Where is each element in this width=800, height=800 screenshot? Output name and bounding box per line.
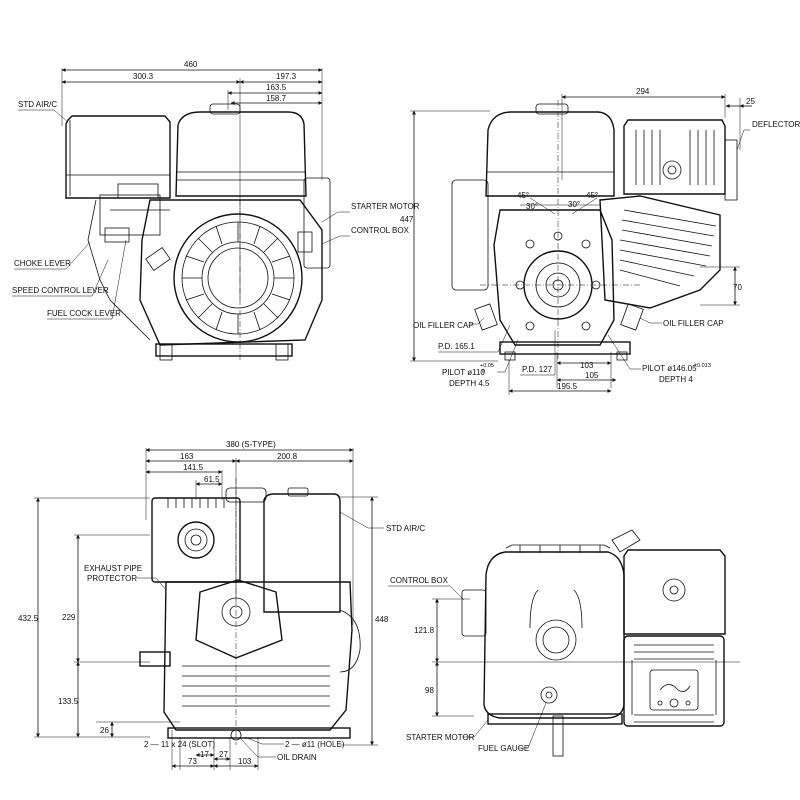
label-speed-control-lever: SPEED CONTROL LEVER (12, 286, 109, 295)
dim-73: 73 (188, 757, 197, 766)
label-deflector: DEFLECTOR (752, 120, 800, 129)
dim-380: 380 (S-TYPE) (226, 440, 276, 449)
bottom-left-engine-body (139, 478, 361, 745)
dim-slot: 2 — 11 x 24 (SLOT) (144, 740, 215, 749)
dim-158-7: 158.7 (266, 94, 287, 103)
label-oil-filler-cap-left: OIL FILLER CAP (413, 321, 474, 330)
label-std-air-c-2: STD AIR/C (386, 524, 425, 533)
vent-slots (631, 644, 717, 723)
dim-141-5: 141.5 (183, 463, 204, 472)
dim-103: 103 (580, 361, 594, 370)
label-choke-lever: CHOKE LEVER (14, 259, 71, 268)
dim-229: 229 (62, 613, 76, 622)
dim-300-3: 300.3 (133, 72, 154, 81)
pilot-110: PILOT ø110 (442, 368, 485, 377)
dim-hole: 2 — ø11 (HOLE) (285, 740, 345, 749)
bottom-right-dimensions: 121.8 98 (414, 598, 740, 717)
side-cylinder-fins (619, 209, 717, 287)
dim-294: 294 (636, 87, 650, 96)
dim-103-b: 103 (238, 757, 252, 766)
label-oil-filler-cap-right: OIL FILLER CAP (663, 319, 724, 328)
front-fan-fins (182, 222, 294, 334)
dim-30-left: 30° (526, 202, 538, 211)
pilot-110-tol-bot: 0 (482, 369, 485, 375)
bottom-right-engine-body (461, 529, 726, 757)
dim-448: 448 (375, 615, 389, 624)
depth-4-5: DEPTH 4.5 (449, 379, 490, 388)
front-view: 460 300.3 197.3 163.5 158.7 (12, 60, 420, 361)
bottom-right-view: 121.8 98 (388, 529, 740, 757)
dim-121-8: 121.8 (414, 626, 435, 635)
dim-460: 460 (184, 60, 198, 69)
side-air-cleaner-louvers (635, 130, 715, 185)
dim-17: 17 (200, 750, 209, 759)
label-fuel-cock-lever: FUEL COCK LEVER (47, 309, 121, 318)
dim-163-5: 163.5 (266, 83, 287, 92)
dim-432-5: 432.5 (18, 614, 39, 623)
dim-195-5: 195.5 (557, 382, 578, 391)
dim-pd-127: P.D. 127 (522, 365, 553, 374)
label-fuel-gauge: FUEL GAUGE (478, 744, 529, 753)
dim-163: 163 (180, 452, 194, 461)
side-labels: DEFLECTOR OIL FILLER CAP OIL FILLER CAP (413, 120, 800, 330)
dim-105: 105 (585, 371, 599, 380)
label-starter-motor-2: STARTER MOTOR (406, 733, 475, 742)
label-std-air-c: STD AIR/C (18, 100, 57, 109)
depth-4: DEPTH 4 (659, 375, 693, 384)
dim-98: 98 (425, 686, 434, 695)
dim-447: 447 (400, 215, 414, 224)
dim-26: 26 (100, 726, 109, 735)
side-dimensions: 294 25 447 70 45° 45° 30° 30° P.D. 165.1… (400, 87, 755, 395)
dim-27: 27 (219, 750, 228, 759)
front-labels: STD AIR/C STARTER MOTOR CONTROL BOX CHOK… (12, 100, 420, 320)
side-engine-body (451, 100, 738, 361)
pilot-110-tol-top: +0.05 (480, 363, 494, 369)
label-control-box: CONTROL BOX (351, 226, 410, 235)
air-cleaner-knob (662, 578, 686, 602)
bottom-left-view: 380 (S-TYPE) 163 200.8 141.5 61.5 432.5 … (18, 440, 425, 770)
label-exhaust-pipe: EXHAUST PIPE (84, 564, 142, 573)
bottom-left-fins (182, 665, 330, 707)
front-dimensions: 460 300.3 197.3 163.5 158.7 (61, 60, 323, 300)
dim-pd-165-1: P.D. 165.1 (438, 342, 475, 351)
dim-25: 25 (746, 97, 755, 106)
label-starter-motor: STARTER MOTOR (351, 202, 420, 211)
dim-197-3: 197.3 (276, 72, 297, 81)
bottom-right-labels: CONTROL BOX STARTER MOTOR FUEL GAUGE (388, 576, 547, 753)
bottom-left-labels: EXHAUST PIPE PROTECTOR STD AIR/C OIL DRA… (84, 511, 425, 762)
pilot-146-tol: ±0.013 (694, 363, 711, 369)
side-view: 294 25 447 70 45° 45° 30° 30° P.D. 165.1… (400, 87, 800, 395)
dim-30-right: 30° (568, 200, 580, 209)
dim-70: 70 (733, 283, 742, 292)
dim-61-5: 61.5 (204, 475, 220, 484)
dim-133-5: 133.5 (58, 697, 79, 706)
label-oil-drain: OIL DRAIN (277, 753, 317, 762)
exhaust-louvers (167, 498, 225, 508)
bottom-left-dimensions: 380 (S-TYPE) 163 200.8 141.5 61.5 432.5 … (18, 440, 389, 770)
dim-200-8: 200.8 (277, 452, 298, 461)
pilot-146: PILOT ø146.05 (642, 364, 697, 373)
label-exhaust-protector: PROTECTOR (87, 574, 137, 583)
front-engine-body (65, 103, 331, 361)
label-control-box-2: CONTROL BOX (390, 576, 449, 585)
